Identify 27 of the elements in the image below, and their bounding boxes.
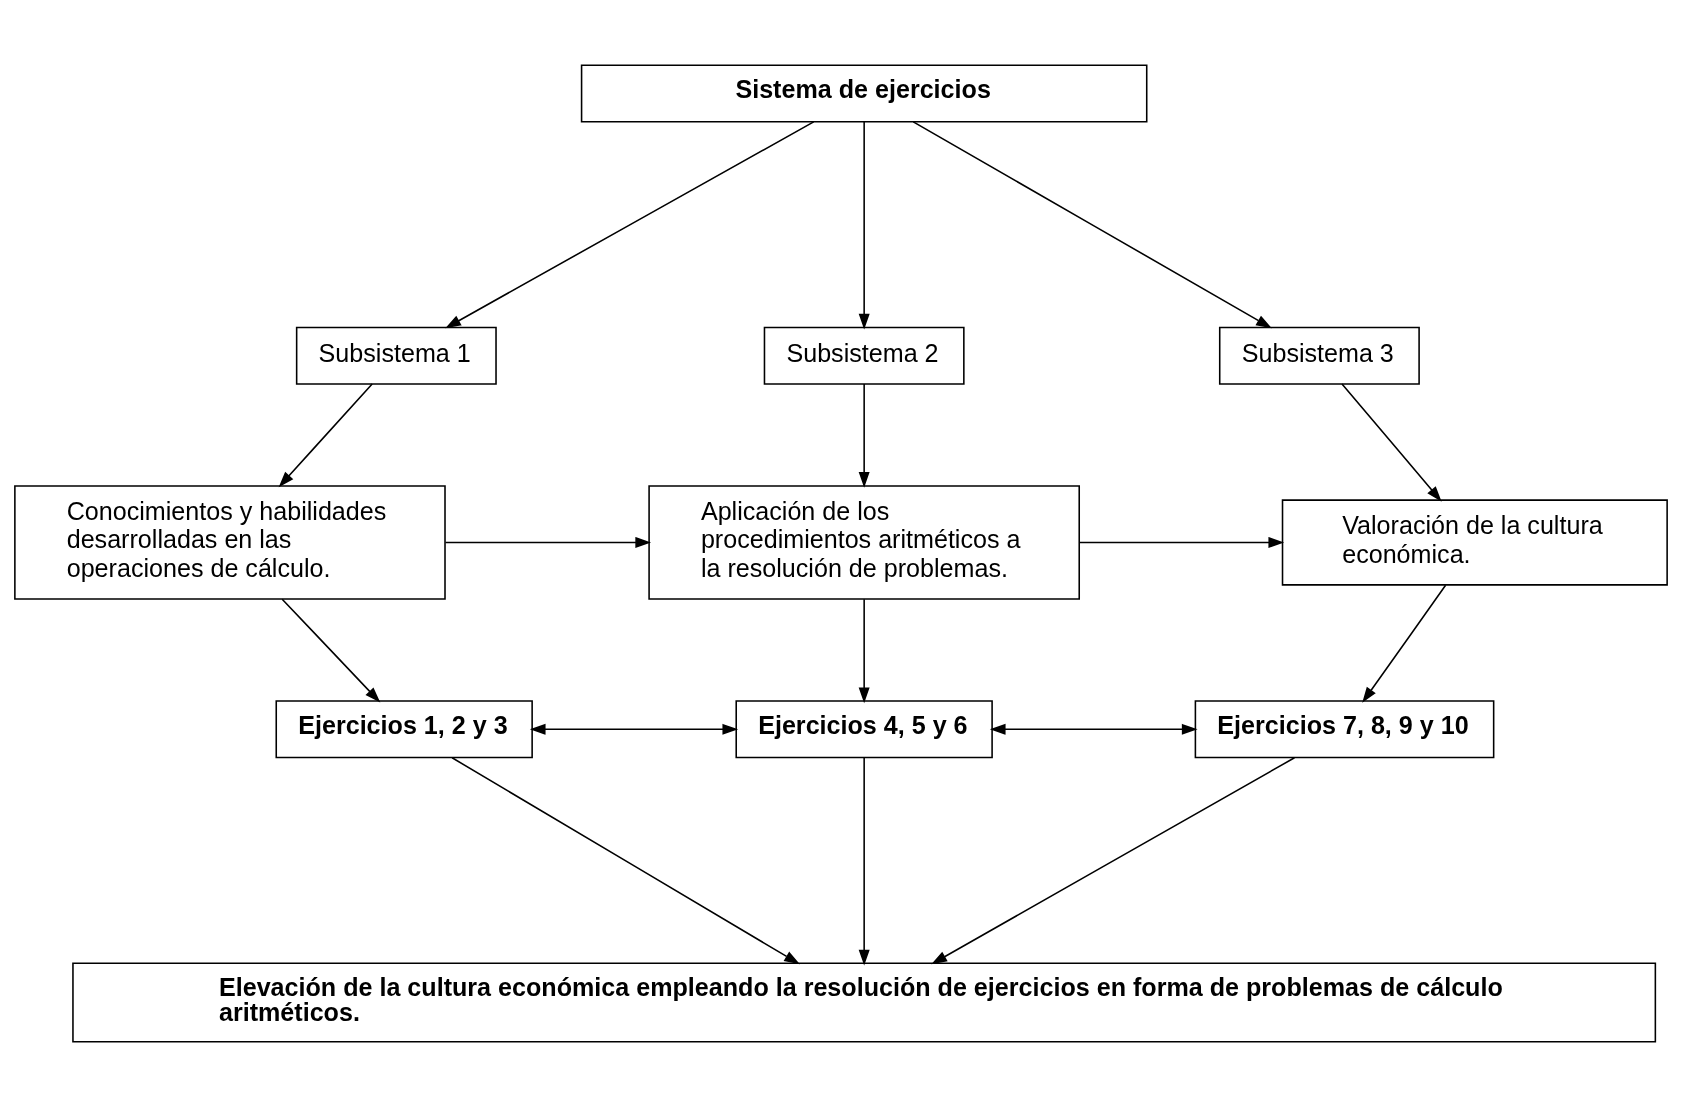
node-box: Valoración de la cultura económica. xyxy=(1281,499,1668,586)
arrow xyxy=(989,723,1198,735)
node-box: Sistema de ejercicios xyxy=(580,64,1148,123)
arrow xyxy=(858,598,870,704)
arrow xyxy=(931,757,1296,965)
arrow xyxy=(858,121,870,330)
arrow xyxy=(529,723,739,735)
node-box: Ejercicios 7, 8, 9 y 10 xyxy=(1194,700,1495,759)
node-box: Ejercicios 4, 5 y 6 xyxy=(735,700,993,759)
arrow xyxy=(1078,537,1285,548)
arrow xyxy=(858,757,870,966)
node-box: Conocimientos y habilidades desarrolladas en las operaciones de cálculo. xyxy=(14,485,446,600)
arrow xyxy=(1341,383,1442,502)
arrow xyxy=(858,383,870,488)
node-box: Ejercicios 1, 2 y 3 xyxy=(275,700,533,759)
node-box: Aplicación de los procedimientos aritméticos a la resolución de problemas. xyxy=(648,485,1080,600)
arrow xyxy=(451,757,800,965)
node-box: Subsistema 1 xyxy=(295,326,497,385)
node-box: Subsistema 2 xyxy=(763,326,965,385)
arrow xyxy=(281,598,381,703)
arrow xyxy=(278,383,373,488)
arrow xyxy=(912,121,1272,329)
arrow xyxy=(445,121,815,329)
node-box: Elevación de la cultura económica empleando la resolución de ejercicios en forma de problemas de cálculo aritméticos. xyxy=(72,962,1657,1043)
node-box: Subsistema 3 xyxy=(1218,326,1420,385)
arrow xyxy=(444,537,652,548)
arrow xyxy=(1362,584,1447,703)
